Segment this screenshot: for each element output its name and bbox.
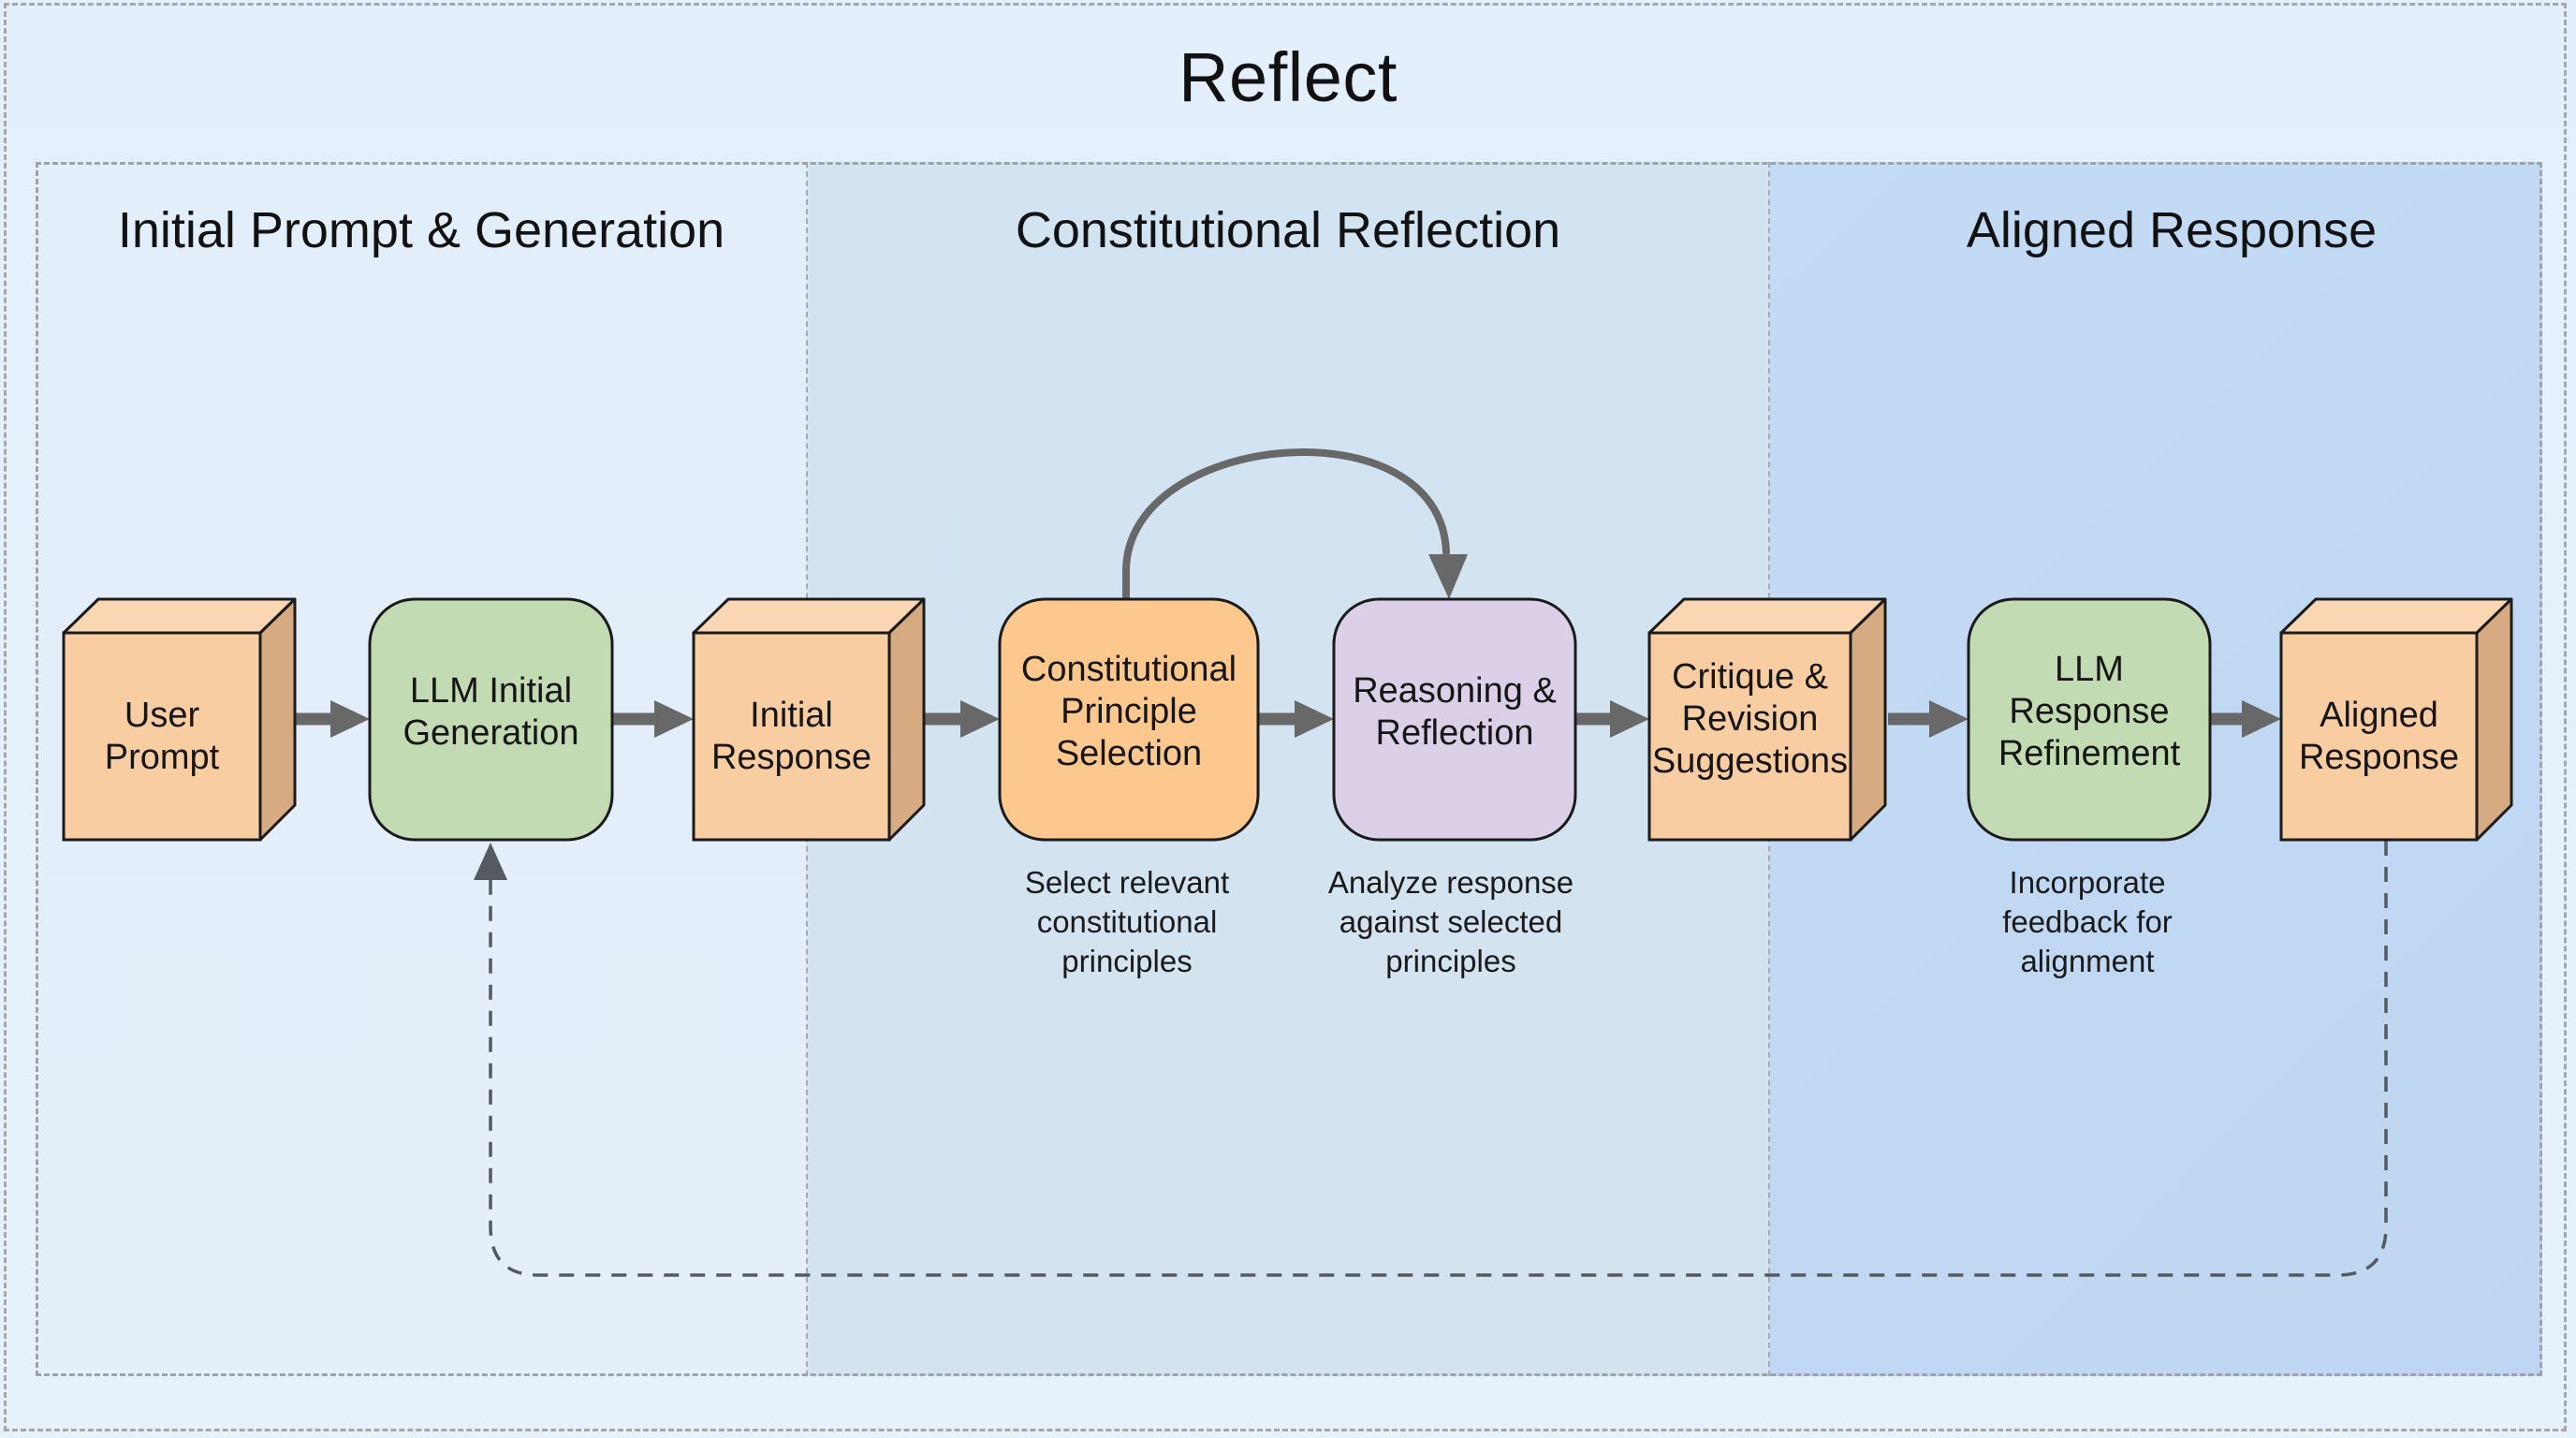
cube-front-face — [692, 631, 891, 842]
node-aligned-response — [2279, 597, 2513, 842]
panel-constitutional-reflection — [807, 162, 1769, 1376]
arrow-head — [1929, 700, 1969, 738]
node-initial-response — [692, 597, 926, 842]
nodes-layer — [62, 597, 2513, 842]
arrow-dashed-feedback-loop — [474, 841, 2388, 1277]
node-llm-response-refinement — [1967, 597, 2212, 842]
panel-title-initial-prompt-generation: Initial Prompt & Generation — [117, 202, 725, 258]
rounded-node-box — [1332, 597, 1577, 842]
node-label-reasoning-reflection: Reasoning & Reflection — [1353, 670, 1557, 753]
arc-arrow-head — [1428, 554, 1468, 599]
arrow-head — [654, 700, 694, 738]
arrow-constitutional-principle-selection-to-reasoning-reflection — [1258, 700, 1334, 738]
cube-side-face — [2475, 597, 2513, 842]
node-label-aligned-response: Aligned Response — [2298, 695, 2460, 777]
cube-side-face — [887, 597, 926, 842]
cube-top-face — [2279, 597, 2513, 635]
arrow-head — [960, 700, 1000, 738]
cube-top-face — [692, 597, 926, 635]
diagram-title: Reflect — [1178, 38, 1398, 116]
panel-title-constitutional-reflection: Constitutional Reflection — [1015, 202, 1561, 258]
caption-constitutional-principle-selection: Select relevant constitutional principle… — [1024, 865, 1230, 978]
node-label-initial-response: Initial Response — [710, 695, 872, 777]
arrow-llm-response-refinement-to-aligned-response — [2210, 700, 2281, 738]
node-label-critique-revision-suggestions: Critique & Revision Suggestions — [1651, 657, 1849, 781]
arrow-head — [1610, 700, 1649, 738]
arrow-head — [1295, 700, 1334, 738]
arrow-critique-revision-to-llm-response-refinement — [1888, 700, 1969, 738]
arc-path — [1122, 448, 1450, 603]
node-label-llm-response-refinement: LLM Response Refinement — [1998, 650, 2181, 773]
node-label-user-prompt: User Prompt — [104, 695, 220, 777]
arrow-head — [2242, 700, 2281, 738]
arrow-initial-response-to-constitutional-principle-selection — [924, 700, 1000, 738]
cube-front-face — [1647, 631, 1852, 842]
edges-layer — [293, 448, 2388, 1277]
rounded-node-box — [368, 597, 614, 842]
cube-side-face — [258, 597, 297, 842]
cube-top-face — [62, 597, 297, 635]
cube-front-face — [62, 631, 262, 842]
cube-front-face — [2279, 631, 2479, 842]
arrow-curved-principle-to-reasoning — [1122, 448, 1468, 603]
caption-llm-response-refinement: Incorporate feedback for alignment — [2002, 865, 2173, 978]
node-user-prompt — [62, 597, 297, 842]
arrow-user-prompt-to-llm-initial-generation — [293, 700, 370, 738]
node-label-llm-initial-generation: LLM Initial Generation — [402, 670, 579, 753]
node-label-constitutional-principle-selection: Constitutional Principle Selection — [1020, 650, 1237, 773]
node-reasoning-reflection — [1332, 597, 1577, 842]
feedback-path — [489, 841, 2388, 1277]
cube-side-face — [1849, 597, 1887, 842]
caption-reasoning-reflection: Analyze response against selected princi… — [1327, 865, 1574, 978]
rounded-node-box — [998, 597, 1260, 842]
arrow-reasoning-reflection-to-critique-revision — [1575, 700, 1649, 738]
panel-title-aligned-response: Aligned Response — [1966, 202, 2378, 258]
node-llm-initial-generation — [368, 597, 614, 842]
arrow-head — [330, 700, 370, 738]
arrow-llm-initial-generation-to-initial-response — [612, 700, 694, 738]
rounded-node-box — [1967, 597, 2212, 842]
feedback-arrow-head — [474, 843, 507, 880]
outer-frame — [4, 3, 2567, 1431]
node-critique-revision-suggestions — [1647, 597, 1887, 842]
node-constitutional-principle-selection — [998, 597, 1260, 842]
